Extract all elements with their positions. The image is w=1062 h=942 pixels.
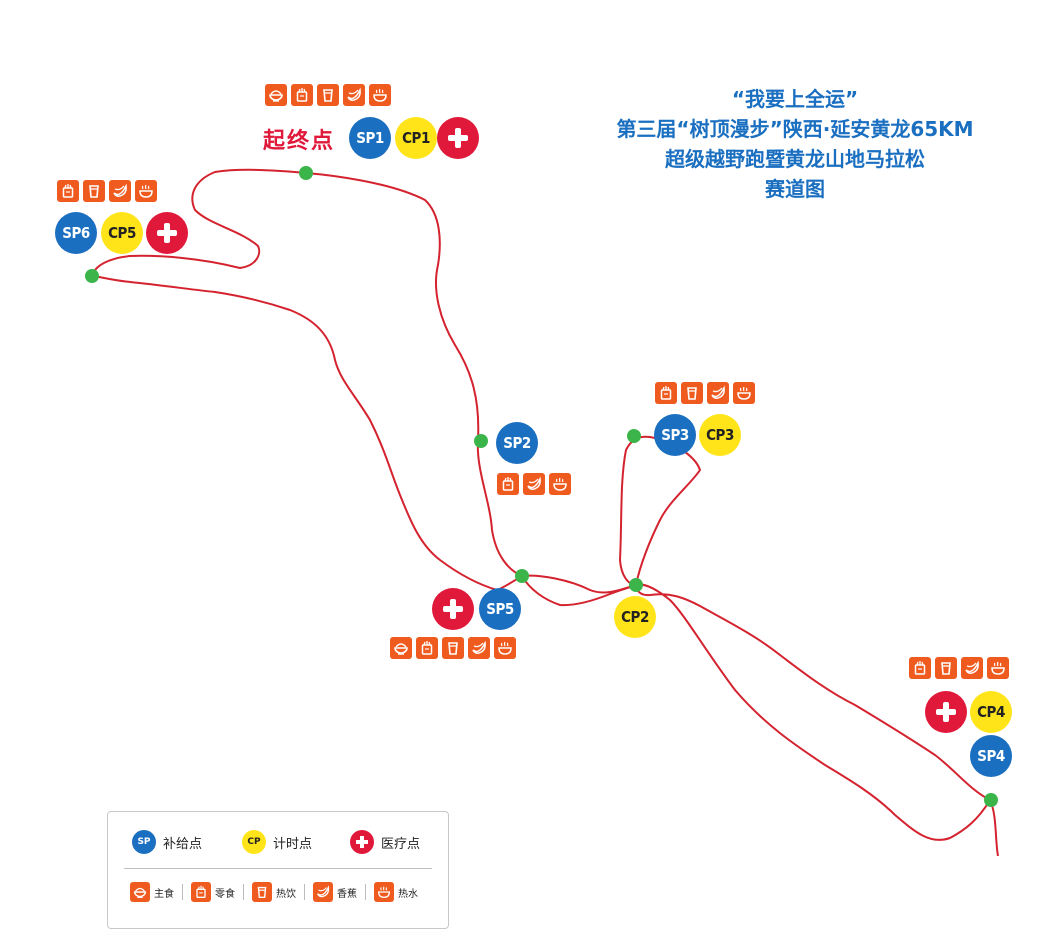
medical-badge-sp6[interactable] — [146, 212, 188, 254]
medical-cross-icon — [443, 599, 463, 619]
legend-separator — [243, 884, 244, 900]
cup-icon — [681, 382, 703, 404]
snack-icon — [497, 473, 519, 495]
hot-water-icon — [135, 180, 157, 202]
rice-bowl-icon — [265, 84, 287, 106]
map-title: “我要上全运” 第三届“树顶漫步”陕西·延安黄龙65KM 超级越野跑暨黄龙山地马… — [560, 84, 1030, 204]
medical-cross-icon — [936, 702, 956, 722]
sp2-food-icons — [497, 473, 571, 495]
hot-water-icon — [987, 657, 1009, 679]
snack-icon — [57, 180, 79, 202]
sp-badge-sp2[interactable]: SP2 — [496, 422, 538, 464]
legend-sp-label: 补给点 — [163, 836, 203, 852]
banana-icon — [313, 882, 333, 902]
legend-separator — [304, 884, 305, 900]
legend-food-label: 主食 — [154, 888, 174, 900]
hot-water-icon — [369, 84, 391, 106]
snack-icon — [909, 657, 931, 679]
rice-bowl-icon — [390, 637, 412, 659]
cup-icon — [83, 180, 105, 202]
title-line-1: “我要上全运” — [731, 87, 859, 111]
snack-icon — [655, 382, 677, 404]
banana-icon — [961, 657, 983, 679]
title-line-4: 赛道图 — [765, 177, 825, 201]
sp-badge-sp3[interactable]: SP3 — [654, 414, 696, 456]
legend-sp-badge: SP — [132, 830, 156, 854]
sp6-food-icons — [57, 180, 157, 202]
cup-icon — [442, 637, 464, 659]
sp-badge-sp1[interactable]: SP1 — [349, 117, 391, 159]
sp-badge-sp5[interactable]: SP5 — [479, 588, 521, 630]
checkpoint-dot-sp3[interactable] — [627, 429, 641, 443]
cup-icon — [935, 657, 957, 679]
snack-icon — [191, 882, 211, 902]
sp3-food-icons — [655, 382, 755, 404]
sp4-food-icons — [909, 657, 1009, 679]
legend-food-drink: 热饮 — [252, 882, 296, 902]
legend-food-rice: 主食 — [130, 882, 174, 902]
map-legend: SP 补给点 CP 计时点 医疗点 主食 零食 热饮 香蕉 — [107, 811, 449, 929]
cp-badge-cp1[interactable]: CP1 — [395, 117, 437, 159]
cp-badge-cp2[interactable]: CP2 — [614, 596, 656, 638]
legend-cp-badge: CP — [242, 830, 266, 854]
banana-icon — [523, 473, 545, 495]
legend-cp-label: 计时点 — [273, 836, 313, 852]
legend-food-snack: 零食 — [191, 882, 235, 902]
banana-icon — [468, 637, 490, 659]
checkpoint-dot-cp2[interactable] — [629, 578, 643, 592]
snack-icon — [291, 84, 313, 106]
banana-icon — [707, 382, 729, 404]
banana-icon — [109, 180, 131, 202]
checkpoint-dot-sp2[interactable] — [474, 434, 488, 448]
checkpoint-dot-sp6[interactable] — [85, 269, 99, 283]
start-food-icons — [265, 84, 391, 106]
legend-medical: 医疗点 — [350, 830, 420, 854]
medical-badge-sp5[interactable] — [432, 588, 474, 630]
legend-sp: SP 补给点 — [132, 830, 202, 854]
hot-water-icon — [374, 882, 394, 902]
medical-cross-icon — [356, 836, 368, 848]
banana-icon — [343, 84, 365, 106]
start-finish-label: 起终点 — [263, 129, 336, 154]
cup-icon — [317, 84, 339, 106]
legend-food-banana: 香蕉 — [313, 882, 357, 902]
legend-medical-label: 医疗点 — [381, 836, 421, 852]
legend-food-label: 热水 — [398, 888, 418, 900]
sp-badge-sp6[interactable]: SP6 — [55, 212, 97, 254]
legend-divider — [124, 868, 432, 869]
rice-bowl-icon — [130, 882, 150, 902]
legend-station-row: SP 补给点 CP 计时点 医疗点 — [108, 812, 448, 870]
legend-food-row: 主食 零食 热饮 香蕉 热水 — [130, 882, 418, 902]
checkpoint-dot-start[interactable] — [299, 166, 313, 180]
hot-water-icon — [549, 473, 571, 495]
legend-food-label: 零食 — [215, 888, 235, 900]
checkpoint-dot-sp4[interactable] — [984, 793, 998, 807]
title-line-3: 超级越野跑暨黄龙山地马拉松 — [665, 147, 925, 171]
legend-food-label: 热饮 — [276, 888, 296, 900]
snack-icon — [416, 637, 438, 659]
medical-cross-icon — [157, 223, 177, 243]
medical-cross-icon — [448, 128, 468, 148]
route-line — [91, 168, 999, 857]
medical-badge-start[interactable] — [437, 117, 479, 159]
cup-icon — [252, 882, 272, 902]
checkpoint-dot-sp5[interactable] — [515, 569, 529, 583]
title-line-2: 第三届“树顶漫步”陕西·延安黄龙65KM — [616, 117, 974, 141]
legend-separator — [365, 884, 366, 900]
cp-badge-cp3[interactable]: CP3 — [699, 414, 741, 456]
legend-food-hot-water: 热水 — [374, 882, 418, 902]
legend-food-label: 香蕉 — [337, 888, 357, 900]
cp-badge-cp5[interactable]: CP5 — [101, 212, 143, 254]
legend-separator — [182, 884, 183, 900]
hot-water-icon — [494, 637, 516, 659]
sp-badge-sp4[interactable]: SP4 — [970, 735, 1012, 777]
legend-medical-badge — [350, 830, 374, 854]
sp5-food-icons — [390, 637, 516, 659]
legend-cp: CP 计时点 — [242, 830, 312, 854]
medical-badge-sp4[interactable] — [925, 691, 967, 733]
hot-water-icon — [733, 382, 755, 404]
cp-badge-cp4[interactable]: CP4 — [970, 691, 1012, 733]
